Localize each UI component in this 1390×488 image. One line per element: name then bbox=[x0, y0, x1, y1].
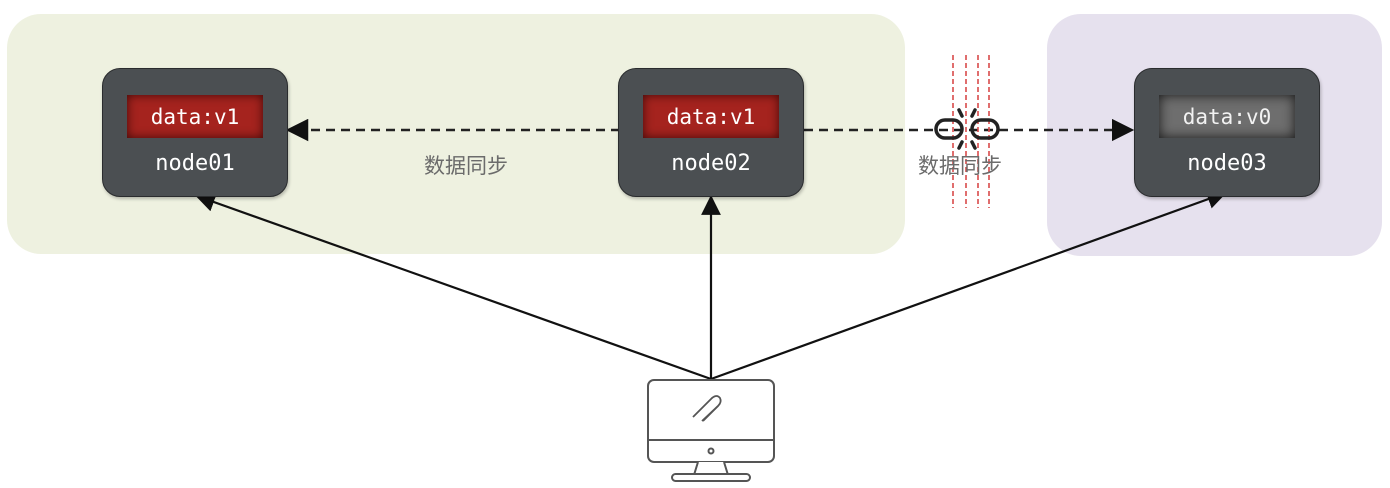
node-name-label: node02 bbox=[671, 151, 751, 176]
data-version-badge: data:v1 bbox=[643, 95, 779, 138]
partition-lines bbox=[952, 55, 990, 208]
node-card-node02: data:v1 node02 bbox=[618, 68, 804, 197]
node-card-node01: data:v1 node01 bbox=[102, 68, 288, 197]
data-version-badge: data:v0 bbox=[1159, 95, 1295, 138]
sync-label-left: 数据同步 bbox=[424, 154, 508, 178]
sync-label-right: 数据同步 bbox=[918, 154, 1002, 178]
broken-link-icon bbox=[934, 108, 1000, 150]
node-name-label: node03 bbox=[1187, 151, 1267, 176]
node-card-node03: data:v0 node03 bbox=[1134, 68, 1320, 197]
monitor-icon bbox=[647, 379, 775, 482]
client-arrow-node03 bbox=[710, 189, 1227, 381]
data-version-badge: data:v1 bbox=[127, 95, 263, 138]
client-arrow-node01 bbox=[195, 192, 712, 381]
node-name-label: node01 bbox=[155, 151, 235, 176]
